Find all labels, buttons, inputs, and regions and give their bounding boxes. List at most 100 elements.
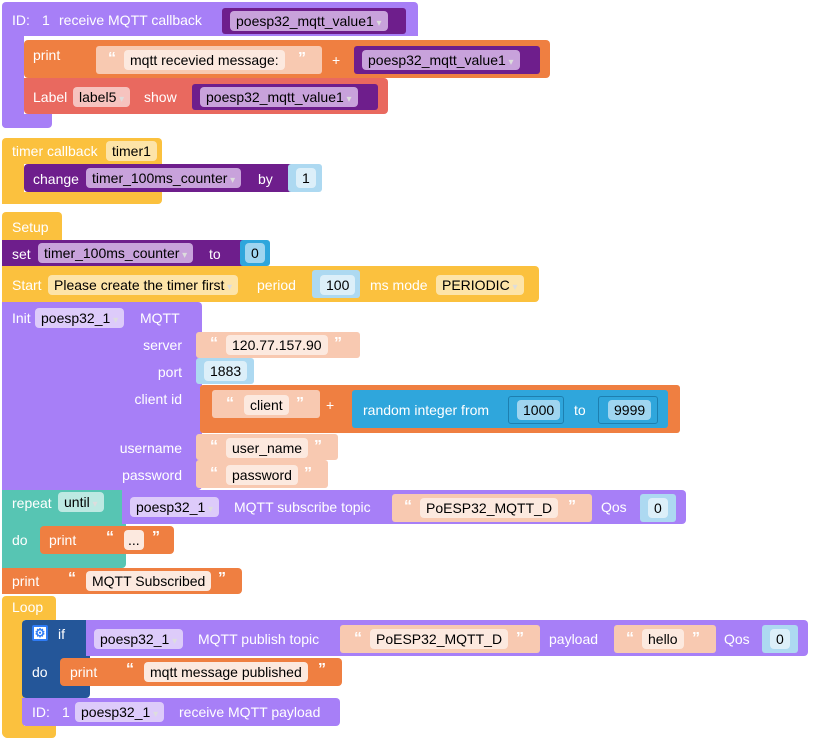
close-quote-icon: ” — [334, 335, 342, 352]
set-value-field[interactable]: 0 — [245, 243, 265, 263]
username-field[interactable]: user_name — [226, 438, 309, 458]
mqtt-label: MQTT — [140, 310, 180, 326]
by-number-field[interactable]: 1 — [296, 168, 316, 188]
init-label: Init — [12, 310, 31, 326]
callback-id-value: 1 — [42, 12, 50, 28]
publish-device-dropdown[interactable]: poesp32_1 — [94, 629, 184, 649]
receive-label: receive MQTT payload — [179, 704, 321, 720]
callback-title: receive MQTT callback — [59, 12, 202, 28]
gear-icon[interactable]: ⚙ — [32, 625, 48, 641]
init-device-dropdown[interactable]: poesp32_1 — [35, 308, 125, 328]
set-variable-dropdown[interactable]: timer_100ms_counter — [38, 243, 194, 263]
timer-select-dropdown[interactable]: Please create the timer first — [48, 275, 239, 295]
port-label: port — [157, 364, 182, 380]
by-label: by — [258, 171, 273, 187]
set-label: set — [12, 246, 31, 262]
subscribe-device-dropdown[interactable]: poesp32_1 — [130, 497, 220, 517]
close-quote-icon: ” — [298, 50, 306, 67]
mode-select-dropdown[interactable]: PERIODIC — [436, 275, 524, 295]
open-quote-icon: “ — [108, 50, 116, 67]
open-quote-icon: “ — [126, 661, 134, 678]
qos-field[interactable]: 0 — [648, 498, 668, 518]
open-quote-icon: “ — [106, 529, 114, 546]
close-quote-icon: ” — [318, 661, 326, 678]
start-label: Start — [12, 277, 42, 293]
random-from-field[interactable]: 1000 — [517, 400, 561, 420]
qos-label: Qos — [724, 631, 750, 647]
loop-block[interactable] — [2, 596, 56, 620]
if-label: if — [58, 626, 65, 642]
do-print-field[interactable]: ... — [124, 530, 144, 550]
subscribe-topic-field[interactable]: PoESP32_MQTT_D — [420, 498, 559, 518]
qos-field[interactable]: 0 — [770, 629, 790, 649]
publish-topic-field[interactable]: PoESP32_MQTT_D — [370, 629, 509, 649]
receive-id-value: 1 — [62, 704, 70, 720]
repeat-label: repeat — [12, 495, 52, 511]
label-keyword: Label — [33, 89, 68, 105]
callback-variable-dropdown[interactable]: poesp32_mqtt_value1 — [230, 11, 388, 31]
open-quote-icon: “ — [210, 335, 218, 352]
ms-mode-label: ms mode — [370, 277, 428, 293]
print-label: print — [33, 47, 61, 63]
change-variable-dropdown[interactable]: timer_100ms_counter — [86, 168, 242, 188]
payload-field[interactable]: hello — [642, 629, 684, 649]
open-quote-icon: “ — [626, 630, 634, 647]
label-name-dropdown[interactable]: label5 — [73, 87, 131, 107]
open-quote-icon: “ — [210, 465, 218, 482]
print-label: print — [70, 664, 98, 680]
server-field[interactable]: 120.77.157.90 — [226, 335, 328, 355]
payload-label: payload — [549, 631, 599, 647]
print-subscribed-field[interactable]: MQTT Subscribed — [86, 571, 212, 591]
open-quote-icon: “ — [404, 498, 412, 515]
password-label: password — [122, 467, 182, 483]
callback-id-label: ID: — [12, 12, 30, 28]
print-label: print — [12, 573, 40, 589]
print-text-field[interactable]: mqtt recevied message: — [124, 50, 285, 70]
change-label: change — [33, 171, 79, 187]
password-field[interactable]: password — [226, 465, 298, 485]
plus-operator: + — [326, 397, 335, 413]
timer-name-field[interactable]: timer1 — [106, 141, 157, 161]
do-label: do — [32, 664, 48, 680]
receive-device-dropdown[interactable]: poesp32_1 — [75, 702, 165, 722]
repeat-mode-dropdown[interactable]: until — [58, 492, 104, 512]
show-keyword: show — [144, 89, 177, 105]
close-quote-icon: ” — [314, 438, 322, 455]
init-mqtt-block[interactable] — [2, 302, 202, 490]
period-field[interactable]: 100 — [320, 275, 356, 295]
period-label: period — [257, 277, 296, 293]
random-label: random integer from — [363, 402, 490, 418]
close-quote-icon: ” — [568, 498, 576, 515]
close-quote-icon: ” — [218, 570, 226, 587]
close-quote-icon: ” — [304, 465, 312, 482]
close-quote-icon: ” — [692, 630, 700, 647]
open-quote-icon: “ — [210, 438, 218, 455]
loop-body — [2, 620, 24, 738]
close-quote-icon: ” — [516, 630, 524, 647]
label-variable-dropdown[interactable]: poesp32_mqtt_value1 — [200, 87, 358, 107]
timer-callback-foot — [2, 192, 162, 204]
close-quote-icon: ” — [152, 529, 160, 546]
open-quote-icon: “ — [354, 630, 362, 647]
setup-title: Setup — [12, 219, 49, 235]
client-id-label: client id — [134, 391, 182, 407]
qos-label: Qos — [601, 499, 627, 515]
port-field[interactable]: 1883 — [204, 361, 248, 381]
print-published-field[interactable]: mqtt message published — [144, 662, 308, 682]
username-label: username — [119, 440, 182, 456]
print-variable-dropdown[interactable]: poesp32_mqtt_value1 — [362, 50, 520, 70]
to-label: to — [209, 246, 221, 262]
random-to-field[interactable]: 9999 — [608, 400, 652, 420]
do-print-label: print — [49, 532, 77, 548]
do-print-block[interactable] — [40, 526, 174, 554]
plus-operator: + — [332, 52, 341, 68]
loop-foot — [2, 726, 56, 738]
close-quote-icon: ” — [296, 395, 304, 412]
setup-block[interactable] — [2, 212, 62, 240]
open-quote-icon: “ — [226, 395, 234, 412]
receive-id-label: ID: — [32, 704, 50, 720]
mqtt-callback-block-body — [2, 36, 24, 128]
timer-callback-title: timer callback — [12, 143, 98, 159]
client-text-field[interactable]: client — [244, 395, 289, 415]
do-label: do — [12, 532, 28, 548]
